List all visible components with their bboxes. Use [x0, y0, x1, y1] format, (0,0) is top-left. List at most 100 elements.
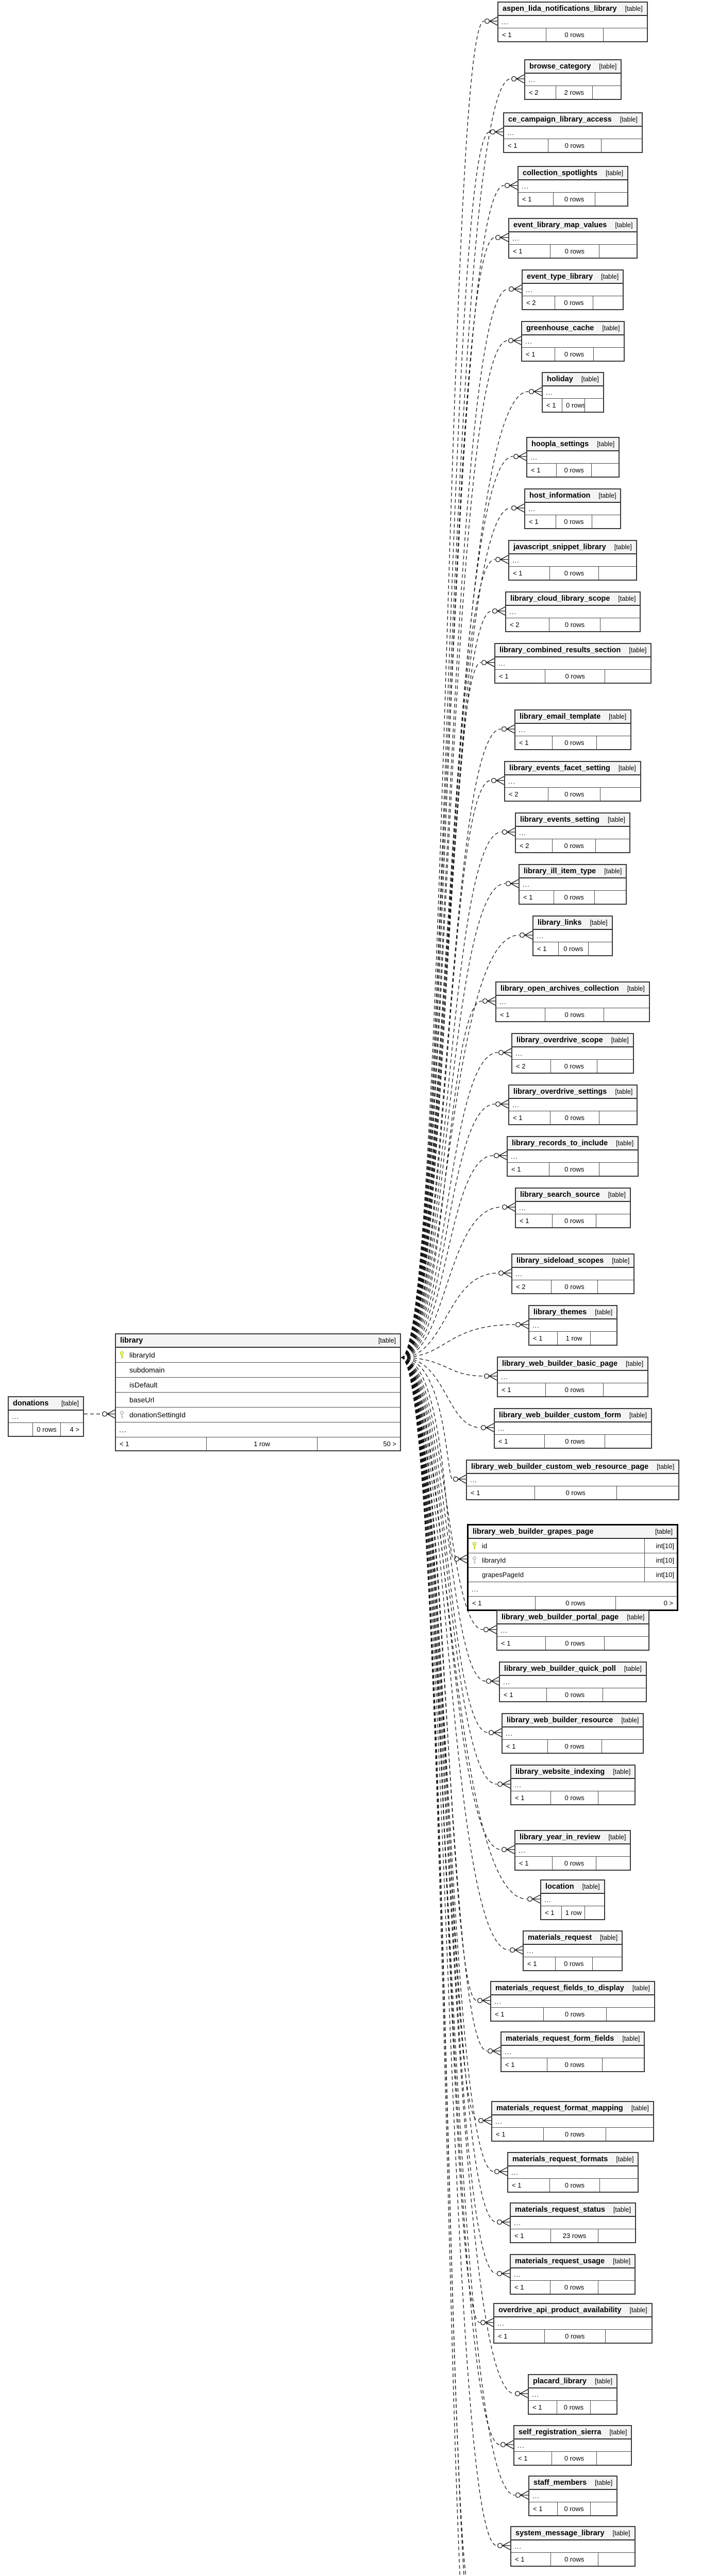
table-library_web_builder_custom_form[interactable]: library_web_builder_custom_form[table]..…	[494, 1408, 652, 1449]
table-library_combined_results_section[interactable]: library_combined_results_section[table].…	[494, 643, 652, 684]
table-library_web_builder_resource[interactable]: library_web_builder_resource[table]...< …	[502, 1713, 644, 1754]
footer-row-count: 0 rows	[543, 2128, 606, 2141]
table-materials_request_format_mapping[interactable]: materials_request_format_mapping[table].…	[491, 2101, 654, 2142]
table-library_web_builder_basic_page[interactable]: library_web_builder_basic_page[table]...…	[497, 1357, 649, 1397]
table-header: event_library_map_values[table]	[509, 219, 637, 232]
ellipsis-row: ...	[515, 724, 631, 736]
table-header: system_message_library[table]	[511, 2527, 634, 2540]
table-aspen_lida_notifications_library[interactable]: aspen_lida_notifications_library[table].…	[497, 2, 648, 42]
table-library_web_builder_custom_web_resource_page[interactable]: library_web_builder_custom_web_resource_…	[466, 1460, 680, 1500]
table-library_web_builder_grapes_page[interactable]: library_web_builder_grapes_page[table]id…	[467, 1524, 678, 1611]
crowfoot-icon	[107, 1409, 115, 1419]
zero-or-many-circle	[502, 829, 508, 835]
table-library_web_builder_portal_page[interactable]: library_web_builder_portal_page[table]..…	[496, 1610, 650, 1651]
footer-row-count: 0 rows	[552, 1857, 597, 1870]
relationship-line	[400, 1357, 454, 1560]
table-title: library_website_indexing	[515, 1768, 605, 1776]
zero-or-many-circle	[491, 777, 497, 784]
table-badge: [table]	[608, 1191, 626, 1198]
table-header: overdrive_api_product_availability[table…	[494, 2304, 652, 2317]
table-materials_request_fields_to_display[interactable]: materials_request_fields_to_display[tabl…	[490, 1981, 655, 2022]
relationship-line	[400, 1357, 510, 1951]
table-header: library_themes[table]	[529, 1306, 617, 1319]
table-library_events_facet_setting[interactable]: library_events_facet_setting[table]...< …	[504, 761, 641, 802]
table-title: javascript_snippet_library	[513, 543, 606, 551]
footer-children-count: < 1	[518, 2454, 528, 2462]
zero-or-many-circle	[490, 129, 496, 135]
table-materials_request_form_fields[interactable]: materials_request_form_fields[table]...<…	[500, 2031, 645, 2072]
relationship-line	[400, 780, 491, 1358]
ellipsis-row: ...	[516, 827, 629, 839]
footer-row-count: 0 rows	[544, 2330, 606, 2343]
crowfoot-icon	[516, 74, 525, 83]
footer-children-count: < 2	[516, 1062, 526, 1070]
footer-children-count: < 1	[495, 2010, 505, 2018]
table-header: library_web_builder_grapes_page[table]	[469, 1526, 677, 1539]
ellipsis-row: ...	[529, 2490, 617, 2502]
footer-row-count: 2 rows	[555, 86, 593, 99]
table-title: holiday	[547, 375, 573, 383]
relationship-line	[400, 289, 509, 1358]
table-badge: [table]	[626, 1360, 644, 1367]
relationship-line	[400, 1357, 481, 1428]
zero-or-many-circle	[498, 1049, 504, 1056]
table-overdrive_api_product_availability[interactable]: overdrive_api_product_availability[table…	[493, 2303, 653, 2344]
table-title: system_message_library	[515, 2529, 605, 2537]
footer-row-count: 0 rows	[550, 1791, 599, 1804]
table-library_cloud_library_scope[interactable]: library_cloud_library_scope[table]...< 2…	[505, 591, 641, 632]
table-badge: [table]	[581, 376, 599, 383]
table-header: library[table]	[116, 1334, 400, 1348]
table-library_open_archives_collection[interactable]: library_open_archives_collection[table].…	[495, 981, 650, 1022]
table-library_web_builder_quick_poll[interactable]: library_web_builder_quick_poll[table]...…	[499, 1662, 647, 1702]
field-type: int[10]	[644, 1539, 677, 1553]
table-badge: [table]	[582, 1883, 600, 1890]
ellipsis-row: ...	[506, 606, 640, 618]
table-badge: [table]	[629, 647, 647, 654]
table-title: donations	[13, 1399, 49, 1408]
crowfoot-icon	[500, 1099, 509, 1109]
footer-row-count: 0 rows	[547, 1740, 602, 1753]
table-header: library_overdrive_scope[table]	[512, 1034, 633, 1047]
table-header: ce_campaign_library_access[table]	[504, 113, 642, 127]
zero-or-many-circle	[493, 1153, 499, 1159]
ellipsis-row: ...	[525, 74, 621, 86]
